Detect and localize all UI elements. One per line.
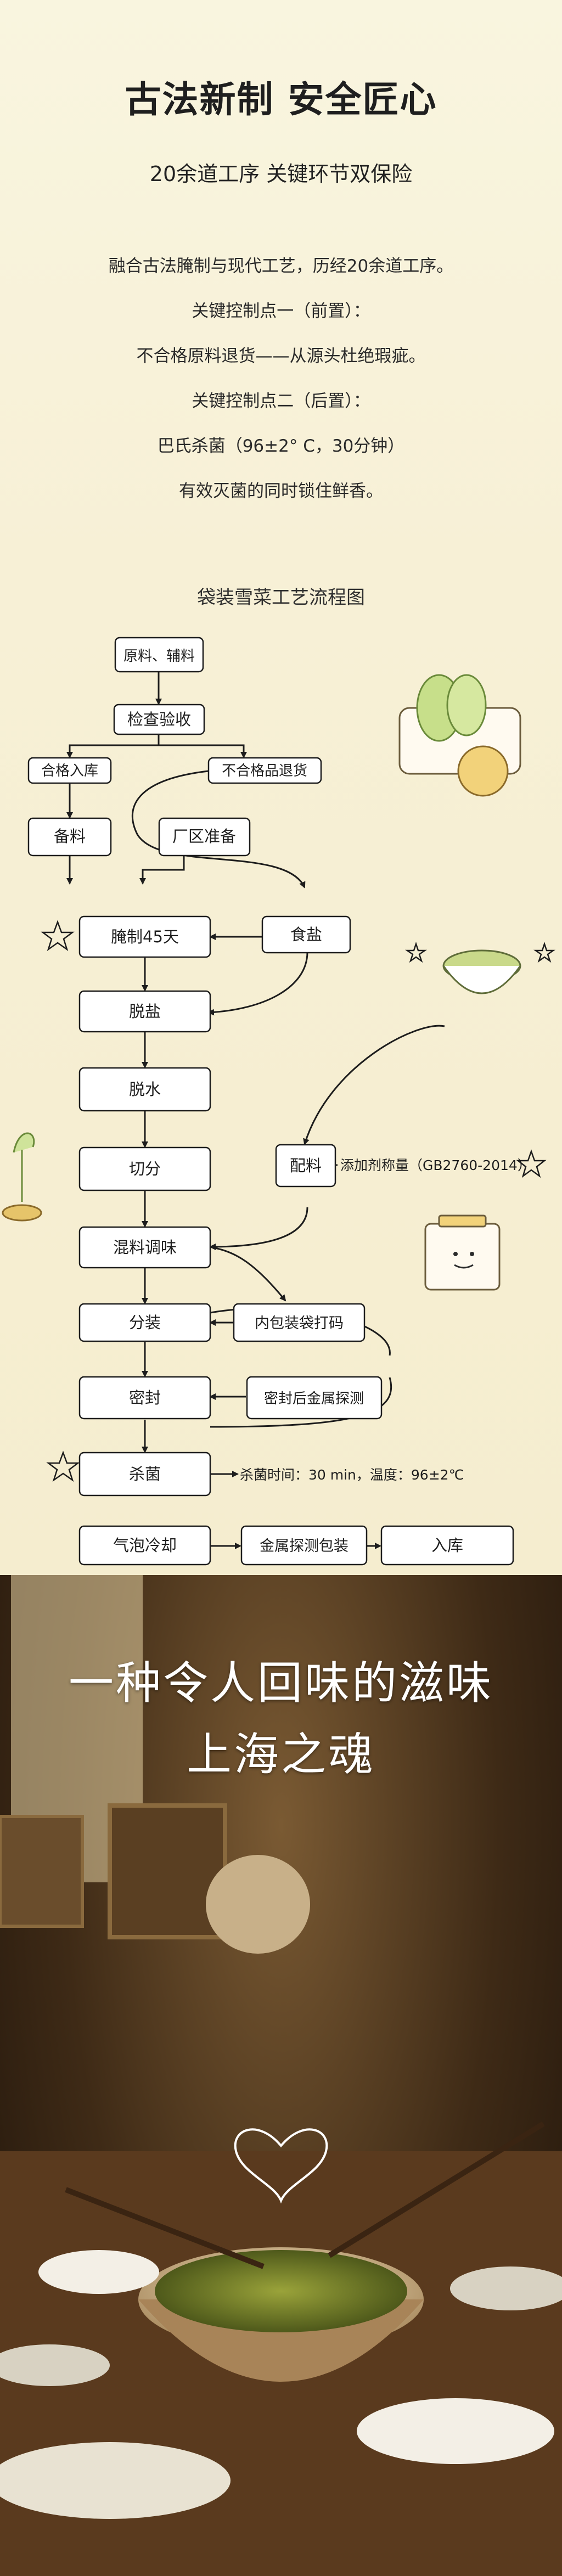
description-line: 有效灭菌的同时锁住鲜香。 bbox=[179, 481, 383, 501]
rice-bowl bbox=[38, 2250, 159, 2294]
svg-text:密封: 密封 bbox=[129, 1388, 161, 1407]
star-icon bbox=[516, 1149, 547, 1178]
slogan-line-2: 上海之魂 bbox=[186, 1729, 375, 1781]
svg-text:腌制45天: 腌制45天 bbox=[111, 927, 179, 946]
step-sterilization: 杀菌 bbox=[78, 1452, 211, 1497]
sterilization-note: 杀菌时间：30 min，温度：96±2℃ bbox=[240, 1467, 464, 1483]
svg-text:入库: 入库 bbox=[431, 1536, 463, 1555]
step-bubble-cooling: 气泡冷却 bbox=[78, 1525, 211, 1566]
step-plant-preparation: 厂区准备 bbox=[158, 817, 251, 857]
svg-text:内包装袋打码: 内包装袋打码 bbox=[255, 1315, 344, 1332]
step-raw-materials: 原料、辅料 bbox=[114, 637, 204, 673]
additive-note: 添加剂称量（GB2760-2014） bbox=[340, 1157, 531, 1173]
chopsticks bbox=[328, 2121, 545, 2258]
step-salt: 食盐 bbox=[261, 915, 351, 954]
svg-text:合格入库: 合格入库 bbox=[41, 763, 98, 779]
svg-text:厂区准备: 厂区准备 bbox=[172, 827, 236, 846]
step-ingredients: 配料 bbox=[275, 1144, 336, 1188]
svg-text:分装: 分装 bbox=[129, 1313, 161, 1332]
vase bbox=[206, 1855, 310, 1954]
slogan-line-1: 一种令人回味的滋味 bbox=[68, 1657, 493, 1709]
page-title: 古法新制 安全匠心 bbox=[125, 78, 437, 121]
side-dish bbox=[0, 2344, 110, 2386]
svg-text:原料、辅料: 原料、辅料 bbox=[123, 648, 195, 665]
step-inspection: 检查验收 bbox=[113, 704, 205, 735]
step-pickling: 腌制45天 bbox=[78, 915, 211, 958]
svg-text:脱盐: 脱盐 bbox=[129, 1002, 161, 1021]
star-icons bbox=[41, 920, 555, 1482]
star-icon bbox=[533, 942, 555, 963]
svg-text:密封后金属探测: 密封后金属探测 bbox=[264, 1391, 364, 1407]
soup-bowl-icon bbox=[442, 949, 521, 994]
step-cutting: 切分 bbox=[78, 1146, 211, 1191]
step-mixing: 混料调味 bbox=[78, 1226, 211, 1269]
photo-frame bbox=[108, 1803, 227, 1939]
step-metal-detection-packaging: 金属探测包装 bbox=[240, 1525, 368, 1566]
step-reject-return: 不合格品退货 bbox=[207, 757, 322, 784]
svg-text:配料: 配料 bbox=[290, 1156, 322, 1175]
step-warehousing: 入库 bbox=[380, 1525, 514, 1566]
rice-bowl bbox=[357, 2398, 554, 2464]
star-icon bbox=[41, 920, 75, 952]
svg-text:金属探测包装: 金属探测包装 bbox=[260, 1538, 349, 1555]
description-line: 关键控制点一（前置）： bbox=[192, 301, 370, 321]
flowchart-title: 袋装雪菜工艺流程图 bbox=[197, 587, 365, 609]
flowchart: 袋装雪菜工艺流程图 bbox=[2, 587, 555, 1566]
description-line: 关键控制点二（后置）： bbox=[192, 391, 370, 411]
star-icon bbox=[46, 1450, 80, 1482]
svg-text:食盐: 食盐 bbox=[290, 925, 322, 944]
flow-connectors bbox=[66, 672, 445, 1549]
svg-text:不合格品退货: 不合格品退货 bbox=[222, 763, 307, 779]
description-line: 不合格原料退货——从源头杜绝瑕疵。 bbox=[136, 346, 426, 366]
svg-text:备料: 备料 bbox=[54, 827, 86, 846]
svg-text:混料调味: 混料调味 bbox=[113, 1238, 177, 1257]
description-line: 融合古法腌制与现代工艺，历经20余道工序。 bbox=[108, 256, 454, 276]
description-block: 融合古法腌制与现代工艺，历经20余道工序。 关键控制点一（前置）： 不合格原料退… bbox=[0, 252, 562, 522]
flowchart-section: 袋装雪菜工艺流程图 bbox=[0, 571, 562, 1575]
svg-text:脱水: 脱水 bbox=[129, 1080, 161, 1099]
star-icon bbox=[405, 942, 427, 963]
chopsticks bbox=[65, 2187, 265, 2269]
step-sealing: 密封 bbox=[78, 1376, 211, 1420]
svg-text:杀菌: 杀菌 bbox=[129, 1465, 161, 1483]
pickled-greens bbox=[155, 2250, 407, 2332]
step-qualified-storage: 合格入库 bbox=[27, 757, 112, 784]
photo-frame bbox=[0, 1815, 84, 1928]
dinner-photo: 一种令人回味的滋味 上海之魂 bbox=[0, 1575, 562, 2576]
step-portioning: 分装 bbox=[78, 1303, 211, 1342]
page-subtitle: 20余道工序 关键环节双保险 bbox=[149, 162, 413, 186]
step-dehydration: 脱水 bbox=[78, 1067, 211, 1112]
side-dish bbox=[450, 2266, 562, 2310]
svg-text:检查验收: 检查验收 bbox=[127, 710, 191, 729]
dinner-scene-illustration bbox=[0, 1575, 562, 2576]
vegetable-basket-icon bbox=[398, 674, 521, 797]
svg-text:气泡冷却: 气泡冷却 bbox=[113, 1536, 177, 1555]
sprout-icon bbox=[2, 1132, 42, 1222]
svg-text:切分: 切分 bbox=[129, 1160, 161, 1178]
description-line: 巴氏杀菌（96±2° C，30分钟） bbox=[157, 436, 405, 456]
step-preparation: 备料 bbox=[27, 817, 112, 857]
plate bbox=[0, 2442, 231, 2519]
heart-icon bbox=[234, 2128, 328, 2204]
step-desalting: 脱盐 bbox=[78, 990, 211, 1033]
step-inner-bag-coding: 内包装袋打码 bbox=[233, 1303, 366, 1342]
intro-section: 古法新制 安全匠心 20余道工序 关键环节双保险 融合古法腌制与现代工艺，历经2… bbox=[0, 0, 562, 571]
sterilizer-box-icon bbox=[424, 1214, 501, 1291]
step-metal-detection-sealed: 密封后金属探测 bbox=[246, 1376, 383, 1420]
